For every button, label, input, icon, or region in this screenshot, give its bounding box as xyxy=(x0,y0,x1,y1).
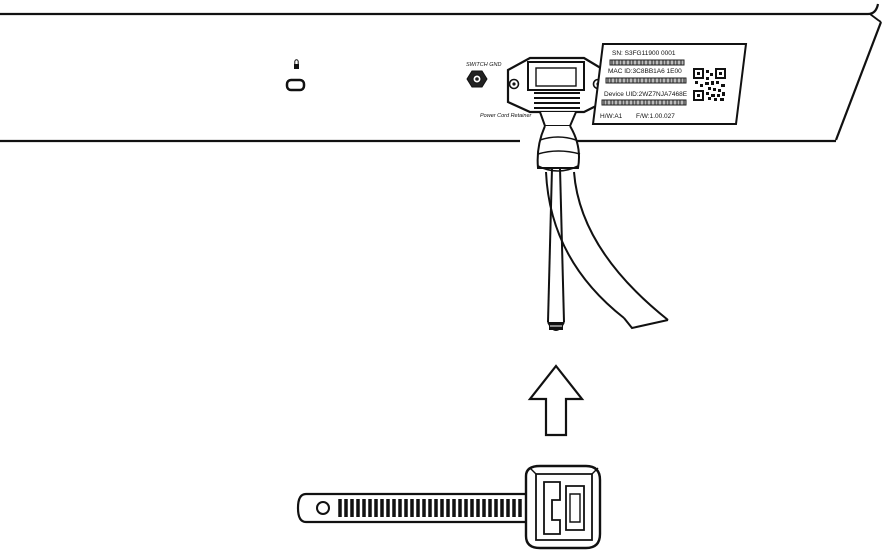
lock-icon xyxy=(294,59,299,69)
sticker-sn: SN: S3FG11900 0001 xyxy=(612,50,676,57)
barcode-uid xyxy=(601,99,687,106)
sticker-hw: H/W:A1 xyxy=(600,113,623,120)
arrow-up-icon xyxy=(527,364,585,437)
qr-code-icon xyxy=(693,68,727,102)
power-cord-retainer-label: Power Cord Retainer xyxy=(480,113,533,119)
ground-screw xyxy=(466,70,488,88)
sticker-fw: F/W:1.00.027 xyxy=(636,113,675,120)
cable-tie xyxy=(296,464,602,550)
sticker-mac: MAC ID:3C8BB1A6 1E00 xyxy=(608,68,682,75)
barcode-sn xyxy=(609,59,685,66)
label-sticker: SN: S3FG11900 0001 MAC ID:3C8BB1A6 1E00 … xyxy=(591,43,748,125)
kensington-lock-slot xyxy=(285,78,306,92)
power-cord xyxy=(536,111,669,330)
cable-tie-teeth xyxy=(338,499,522,517)
device-rear-panel xyxy=(0,3,883,143)
barcode-mac xyxy=(605,77,687,84)
retainer-strap xyxy=(547,167,565,331)
sticker-device-uid: Device UID:2WZ7NJA7468E xyxy=(604,91,688,98)
power-inlet xyxy=(506,56,606,114)
switch-gnd-label: SWITCH GND xyxy=(466,62,501,68)
